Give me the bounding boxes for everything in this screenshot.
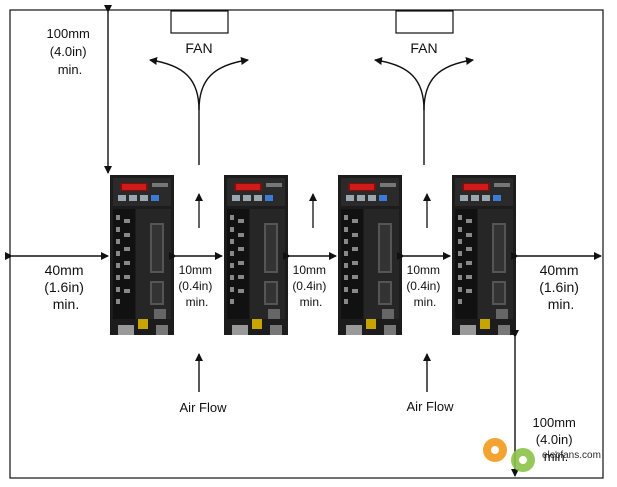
enclosure-outline — [9, 9, 604, 479]
fan-box — [170, 10, 229, 34]
airflow-label-right: Air Flow — [407, 399, 455, 414]
fan-label: FAN — [185, 40, 212, 56]
left-clearance-label: 40mm (1.6in) min. — [44, 262, 88, 312]
gap-2: 10mm (0.4in) min. — [283, 193, 337, 309]
bottom-clearance-label: 100mm (4.0in) min. — [533, 415, 580, 464]
gap-3: 10mm (0.4in) min. — [397, 193, 451, 309]
airflow-label-left: Air Flow — [180, 400, 228, 415]
gap-label: 10mm (0.4in) min. — [292, 263, 329, 309]
fan-flow-left-arrow — [374, 57, 425, 165]
fan-right: FAN — [374, 10, 474, 165]
servo-drive-1 — [110, 175, 174, 335]
fan-left: FAN — [149, 10, 249, 165]
watermark-text: elecfans.com — [542, 450, 601, 461]
gap-label: 10mm (0.4in) min. — [406, 263, 443, 309]
gap-1: 10mm (0.4in) min. — [169, 193, 223, 309]
top-clearance-label: 100mm (4.0in) min. — [47, 26, 94, 77]
watermark-logo: elecfans.com — [483, 438, 601, 472]
right-clearance-label: 40mm (1.6in) min. — [539, 262, 583, 312]
gap-label: 10mm (0.4in) min. — [178, 263, 215, 309]
fan-flow-left-arrow — [149, 57, 200, 165]
servo-drive-3 — [338, 175, 402, 335]
fan-flow-right-arrow — [198, 57, 249, 111]
fan-box — [395, 10, 454, 34]
fan-flow-right-arrow — [423, 57, 474, 111]
servo-drive-4 — [452, 175, 516, 335]
servo-drive-2 — [224, 175, 288, 335]
fan-label: FAN — [410, 40, 437, 56]
